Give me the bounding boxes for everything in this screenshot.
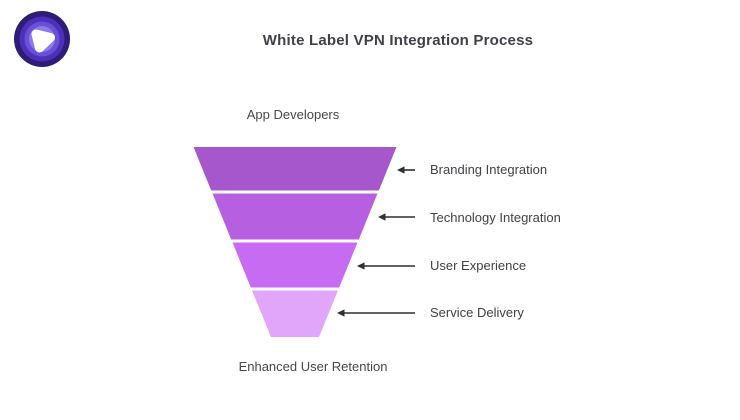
stage-label-technology: Technology Integration — [430, 210, 561, 225]
stage-arrow-service-delivery — [337, 309, 415, 317]
stage-arrow-user-experience — [357, 262, 415, 270]
logo-triangle-core — [31, 29, 55, 53]
funnel-stage-service-delivery — [252, 290, 338, 337]
stage-label-service-delivery: Service Delivery — [430, 305, 524, 320]
brand-logo — [14, 11, 70, 67]
arrow-head-icon — [357, 262, 365, 270]
arrow-head-icon — [337, 309, 345, 317]
funnel-bottom-label: Enhanced User Retention — [238, 359, 388, 374]
funnel-stage-user-experience — [232, 242, 358, 288]
funnel-stage-branding — [193, 147, 397, 191]
funnel-top-label: App Developers — [246, 107, 340, 122]
funnel-stage-technology — [212, 193, 378, 240]
stage-arrow-technology — [378, 213, 415, 221]
stage-label-user-experience: User Experience — [430, 258, 527, 273]
stage-label-branding: Branding Integration — [430, 162, 548, 177]
arrow-head-icon — [378, 213, 386, 221]
vpn-logo-icon — [14, 11, 70, 67]
arrow-head-icon — [397, 166, 405, 174]
page-title: White Label VPN Integration Process — [262, 32, 534, 49]
stage-arrow-branding — [397, 166, 415, 174]
